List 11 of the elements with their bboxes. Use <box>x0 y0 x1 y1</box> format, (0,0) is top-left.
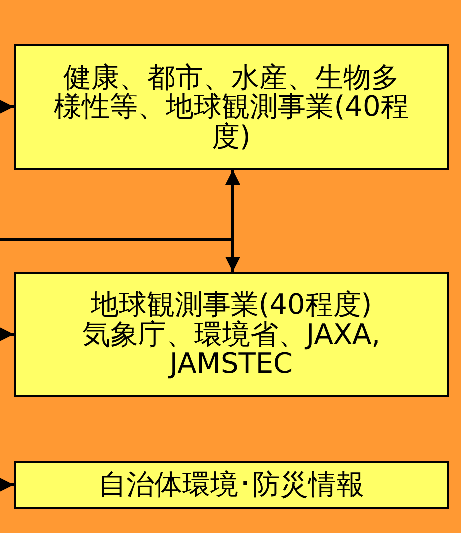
text-box <box>14 461 449 509</box>
arrow <box>0 100 14 114</box>
double-arrow <box>226 170 240 272</box>
arrow <box>0 478 14 492</box>
box-text: 気象庁、環境省、JAXA, JAMSTEC <box>81 320 382 379</box>
text-box <box>14 44 449 170</box>
box-text: 健康、都市、水産、生物多様性等、地球観測事業(40程度) <box>53 62 410 152</box>
arrow <box>0 327 14 342</box>
box-text: 自治体環境･防災情報 <box>98 470 364 500</box>
box-text: 地球観測事業(40程度) <box>90 290 372 320</box>
text-box <box>14 272 449 397</box>
